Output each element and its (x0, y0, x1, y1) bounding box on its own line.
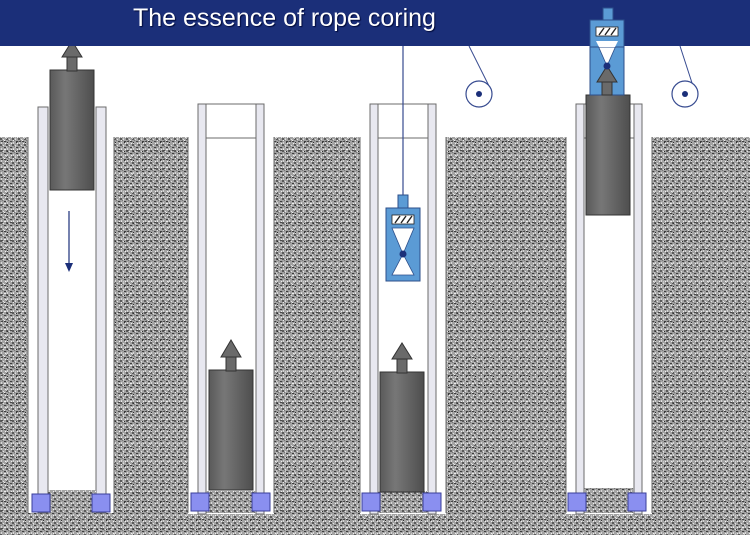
core-barrel-2 (208, 339, 254, 491)
drill-bit-left-2 (190, 492, 210, 512)
drill-bit-left-3 (361, 492, 381, 512)
core-barrel-3 (379, 342, 425, 493)
winch-icon (465, 45, 493, 108)
overshot-3 (385, 194, 421, 282)
drill-bit-right-1 (91, 493, 111, 513)
drill-bit-left-4 (567, 492, 587, 512)
drill-bit-left-1 (31, 493, 51, 513)
core-barrel-1 (49, 40, 95, 191)
title-bar: The essence of rope coring (0, 0, 750, 46)
drill-bit-right-2 (251, 492, 271, 512)
borehole-1 (27, 106, 115, 514)
drill-bit-right-4 (627, 492, 647, 512)
down-arrow-1 (65, 211, 73, 272)
drill-bit-right-3 (422, 492, 442, 512)
core-barrel-4 (585, 94, 631, 216)
winch-icon (671, 45, 699, 108)
page-title: The essence of rope coring (133, 4, 436, 32)
